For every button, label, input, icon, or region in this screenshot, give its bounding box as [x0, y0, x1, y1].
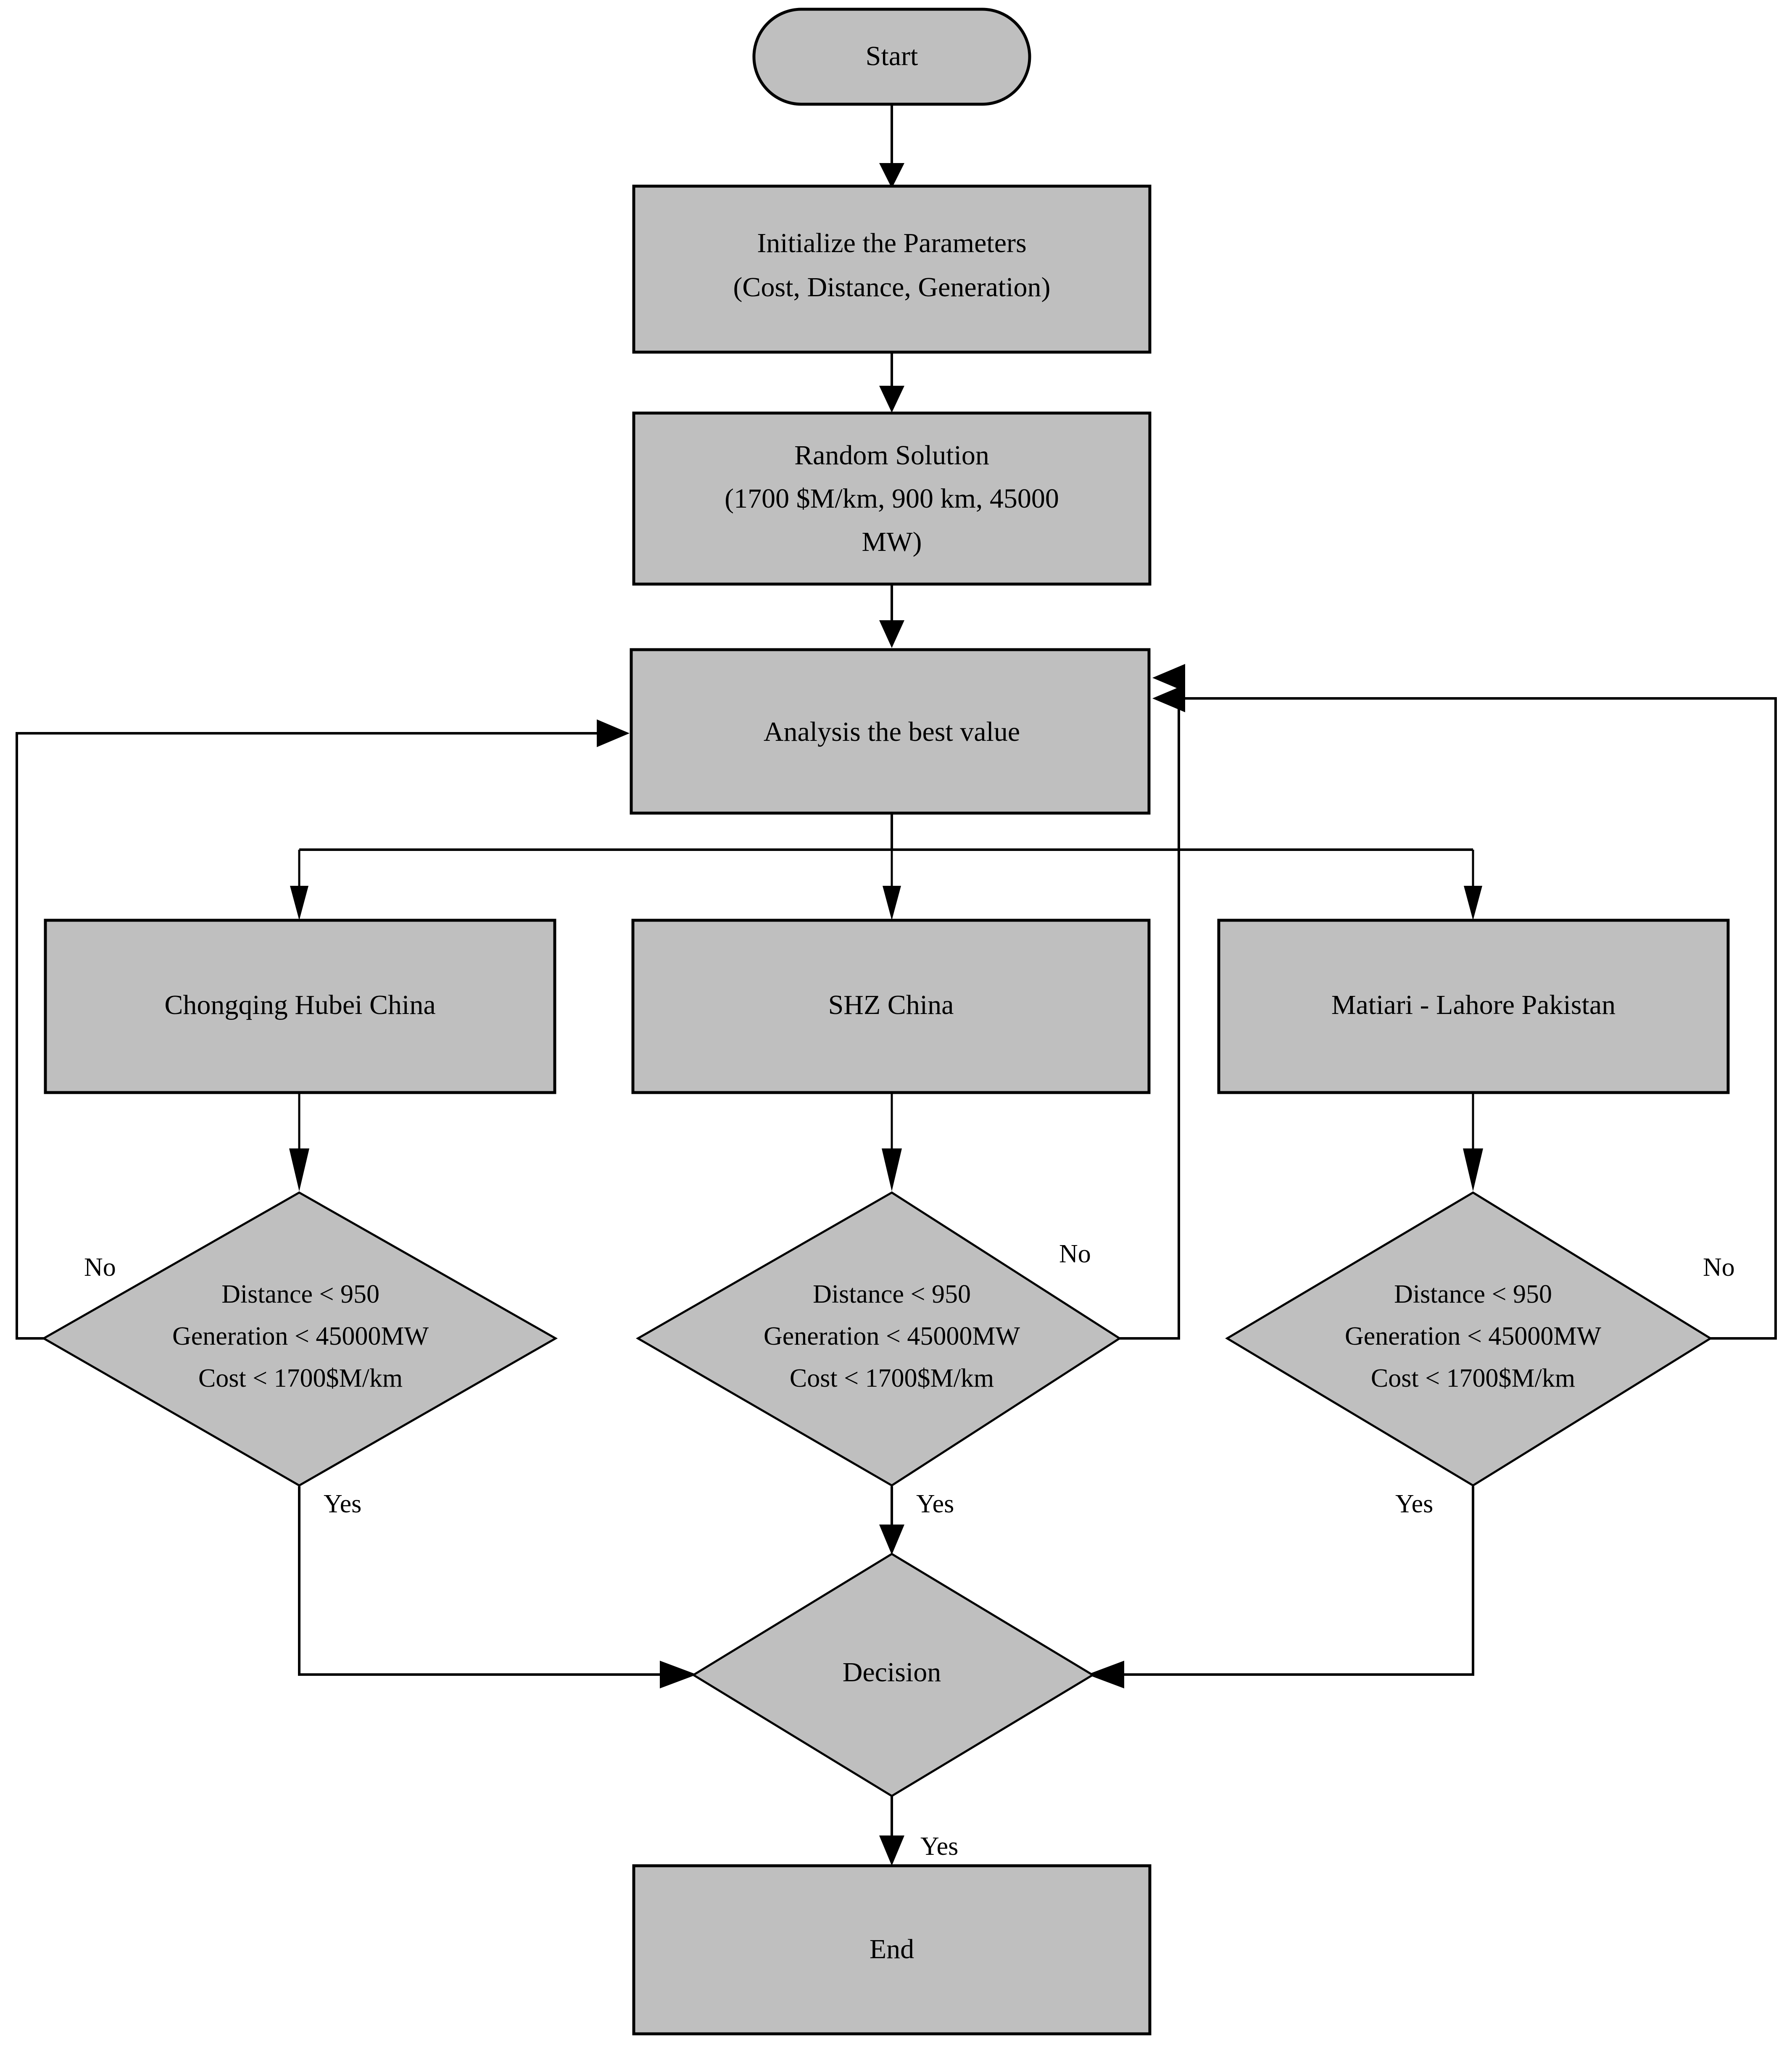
node-condition-center-line2: Generation < 45000MW	[764, 1322, 1020, 1351]
node-branch-center-label: SHZ China	[828, 990, 954, 1020]
edge-bus-to-branch-center	[883, 850, 901, 920]
node-decision[interactable]: Decision	[691, 1553, 1095, 1797]
node-initialize-line2: (Cost, Distance, Generation)	[733, 272, 1050, 303]
node-condition-left-line2: Generation < 45000MW	[172, 1322, 429, 1351]
edge-analysis-distribution-bus	[299, 813, 1473, 851]
edge-center-no-loopback	[1120, 664, 1185, 1340]
node-branch-center[interactable]: SHZ China	[631, 919, 1151, 1094]
node-condition-left-line3: Cost < 1700$M/km	[198, 1364, 403, 1393]
edge-start-to-initialize	[879, 104, 904, 188]
edge-right-yes-to-decision	[1087, 1486, 1474, 1688]
edge-label-decision-yes: Yes	[920, 1832, 958, 1861]
node-branch-left-label: Chongqing Hubei China	[164, 990, 435, 1020]
edge-label-left-yes: Yes	[324, 1490, 361, 1518]
node-condition-right-line2: Generation < 45000MW	[1345, 1322, 1602, 1351]
node-analysis-label: Analysis the best value	[764, 716, 1020, 747]
node-decision-label: Decision	[843, 1657, 941, 1688]
edge-label-right-no: No	[1703, 1253, 1735, 1282]
node-condition-left-line1: Distance < 950	[221, 1280, 379, 1309]
edge-initialize-to-random-solution	[879, 352, 904, 413]
edge-branch-center-to-condition-center	[882, 1093, 902, 1191]
node-condition-left[interactable]: Distance < 950 Generation < 45000MW Cost…	[41, 1191, 558, 1487]
edge-label-center-yes: Yes	[916, 1490, 954, 1518]
node-branch-right[interactable]: Matiari - Lahore Pakistan	[1217, 919, 1730, 1094]
edge-random-solution-to-analysis	[879, 584, 904, 648]
node-condition-center-line1: Distance < 950	[813, 1280, 971, 1309]
node-random-solution-line2: (1700 $M/km, 900 km, 45000	[725, 483, 1059, 514]
edge-label-center-no: No	[1059, 1240, 1091, 1268]
edge-decision-yes-to-end	[879, 1795, 904, 1866]
node-initialize-line1: Initialize the Parameters	[757, 228, 1026, 258]
node-random-solution[interactable]: Random Solution (1700 $M/km, 900 km, 450…	[632, 411, 1152, 586]
edge-label-right-yes: Yes	[1395, 1490, 1433, 1518]
node-end[interactable]: End	[632, 1864, 1152, 2036]
node-condition-center[interactable]: Distance < 950 Generation < 45000MW Cost…	[635, 1191, 1122, 1487]
node-analysis[interactable]: Analysis the best value	[630, 648, 1151, 815]
node-branch-right-label: Matiari - Lahore Pakistan	[1331, 990, 1615, 1020]
node-start-label: Start	[866, 41, 918, 71]
node-random-solution-line1: Random Solution	[794, 440, 989, 471]
edge-branch-right-to-condition-right	[1463, 1093, 1483, 1191]
node-start[interactable]: Start	[752, 8, 1031, 106]
node-random-solution-line3: MW)	[862, 527, 922, 557]
edge-left-yes-to-decision	[298, 1486, 697, 1688]
node-initialize[interactable]: Initialize the Parameters (Cost, Distanc…	[632, 184, 1152, 354]
edge-center-yes-to-decision	[879, 1486, 904, 1555]
node-branch-left[interactable]: Chongqing Hubei China	[44, 919, 556, 1094]
node-condition-right[interactable]: Distance < 950 Generation < 45000MW Cost…	[1225, 1191, 1713, 1487]
node-end-label: End	[870, 1934, 914, 1964]
edge-branch-left-to-condition-left	[289, 1093, 309, 1191]
node-condition-center-line3: Cost < 1700$M/km	[790, 1364, 994, 1393]
edge-label-left-no: No	[84, 1253, 116, 1282]
edge-bus-to-branch-left	[290, 850, 308, 920]
node-condition-right-line1: Distance < 950	[1394, 1280, 1552, 1309]
node-condition-right-line3: Cost < 1700$M/km	[1371, 1364, 1575, 1393]
edge-bus-to-branch-right	[1464, 850, 1482, 920]
